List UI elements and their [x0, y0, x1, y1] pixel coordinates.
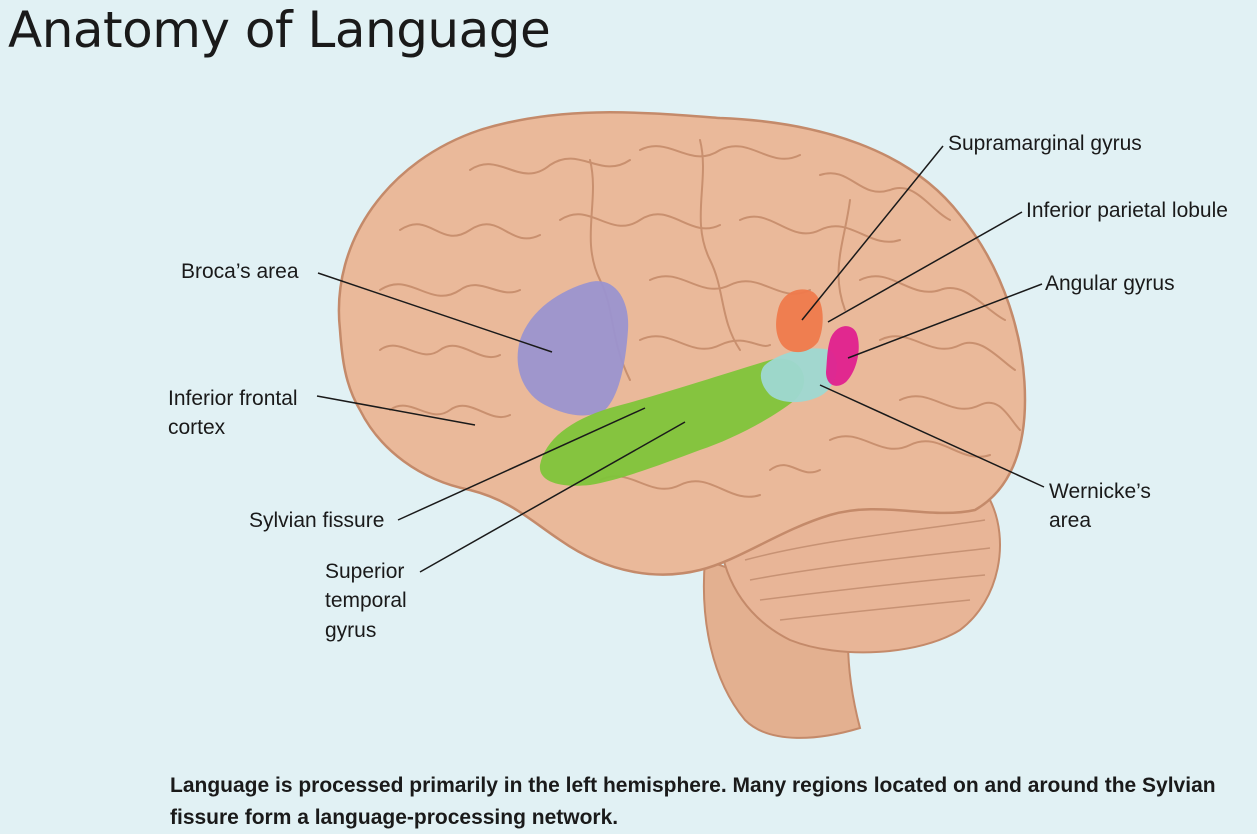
label-inferior-frontal-line1: Inferior frontal	[168, 387, 298, 410]
page-title: Anatomy of Language	[8, 1, 551, 59]
label-sylvian: Sylvian fissure	[249, 509, 384, 532]
label-inferior-frontal-line2: cortex	[168, 416, 226, 439]
cerebellum-folia	[744, 519, 991, 621]
label-inferior-parietal: Inferior parietal lobule	[1026, 199, 1228, 222]
leader-sylvian	[397, 407, 646, 521]
label-supramarginal: Supramarginal gyrus	[948, 132, 1142, 155]
label-broca: Broca’s area	[181, 260, 299, 283]
angular-region	[826, 326, 859, 386]
sylvian-green-region	[539, 358, 805, 486]
leader-wernicke	[819, 384, 1045, 488]
supramarginal-region	[776, 289, 823, 353]
label-wernicke-line1: Wernicke’s	[1049, 480, 1151, 503]
label-superior-temporal-line3: gyrus	[325, 619, 376, 642]
label-wernicke-line2: area	[1049, 509, 1091, 532]
gyri-texture	[379, 139, 1021, 498]
label-angular: Angular gyrus	[1045, 272, 1175, 295]
leader-angular	[847, 283, 1043, 359]
leader-lines	[316, 145, 1045, 573]
leader-inferior-parietal	[827, 211, 1023, 323]
leader-inferior-frontal	[316, 395, 476, 426]
label-superior-temporal-line2: temporal	[325, 589, 407, 612]
leader-superior-temporal	[419, 421, 686, 573]
figure-caption: Language is processed primarily in the l…	[170, 774, 1216, 829]
broca-region	[517, 281, 629, 416]
label-superior-temporal-line1: Superior	[325, 560, 404, 583]
wernicke-region	[760, 348, 837, 403]
leader-supramarginal	[801, 145, 944, 321]
leader-broca	[317, 272, 553, 353]
